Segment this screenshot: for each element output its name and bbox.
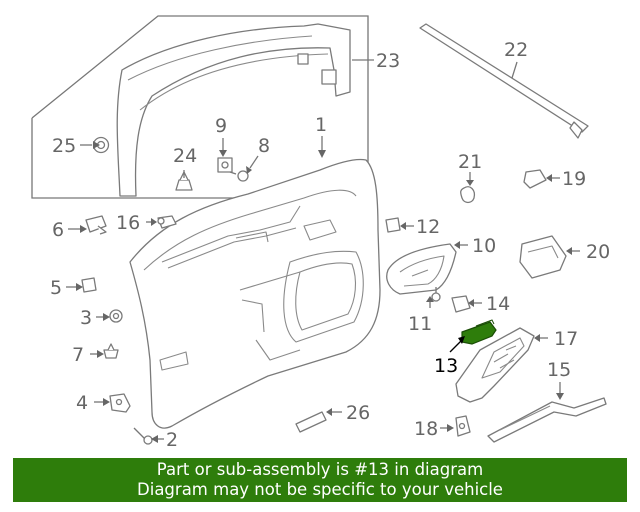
callout-19: 19 <box>562 168 586 190</box>
callout-18: 18 <box>414 418 438 440</box>
part-11-screw <box>431 287 441 302</box>
callout-7: 7 <box>72 344 84 366</box>
part-7-clip <box>103 343 119 359</box>
callout-2: 2 <box>166 429 178 451</box>
callout-11: 11 <box>408 313 432 335</box>
parts-diagram: 23 25 24 22 9 8 <box>31 15 610 451</box>
part-3-push-pin <box>109 309 123 323</box>
part-14-clip <box>451 295 471 313</box>
part-23-frame-molding <box>116 23 351 197</box>
part-5-clip <box>81 277 97 293</box>
part-1-door-panel <box>129 158 381 429</box>
part-16-retainer <box>157 215 177 229</box>
callout-26: 26 <box>346 402 370 424</box>
inset-box <box>31 15 369 199</box>
part-19-clip <box>523 169 547 189</box>
callout-10: 10 <box>472 235 496 257</box>
part-4-bracket <box>109 393 131 413</box>
callout-4: 4 <box>76 392 88 414</box>
callout-5: 5 <box>50 277 62 299</box>
part-2-screw <box>133 427 153 445</box>
callout-16: 16 <box>116 212 140 234</box>
callout-12: 12 <box>416 216 440 238</box>
part-17-switch-panel <box>455 327 535 403</box>
callout-23: 23 <box>376 50 400 72</box>
part-10-handle-bezel <box>386 243 457 295</box>
callout-1: 1 <box>315 114 327 136</box>
info-banner: Part or sub-assembly is #13 in diagram D… <box>13 458 627 502</box>
callout-24: 24 <box>173 145 197 167</box>
callout-21: 21 <box>458 151 482 173</box>
part-13-switch-bezel <box>461 319 497 345</box>
callout-14: 14 <box>486 293 510 315</box>
callout-22: 22 <box>504 39 528 61</box>
part-15-trim-strip <box>487 397 607 443</box>
part-20-switch <box>519 235 567 279</box>
part-22-belt-molding <box>419 23 589 139</box>
part-12-clip <box>385 217 401 233</box>
callout-17: 17 <box>554 328 578 350</box>
part-18-clip <box>455 415 471 437</box>
part-26-trim-piece <box>295 411 327 433</box>
callout-8: 8 <box>258 135 270 157</box>
callout-9: 9 <box>215 115 227 137</box>
callout-13: 13 <box>434 355 458 377</box>
banner-line-1: Part or sub-assembly is #13 in diagram <box>156 460 484 479</box>
part-21-plug <box>460 186 476 204</box>
callout-3: 3 <box>80 307 92 329</box>
callout-25: 25 <box>52 135 76 157</box>
part-25-grommet <box>92 136 110 154</box>
callout-15: 15 <box>547 359 571 381</box>
part-8-screw <box>229 170 249 182</box>
banner-line-2: Diagram may not be specific to your vehi… <box>137 480 503 499</box>
part-9-clip <box>217 157 233 173</box>
callout-20: 20 <box>586 241 610 263</box>
part-6-clip <box>85 215 107 235</box>
callout-6: 6 <box>52 219 64 241</box>
